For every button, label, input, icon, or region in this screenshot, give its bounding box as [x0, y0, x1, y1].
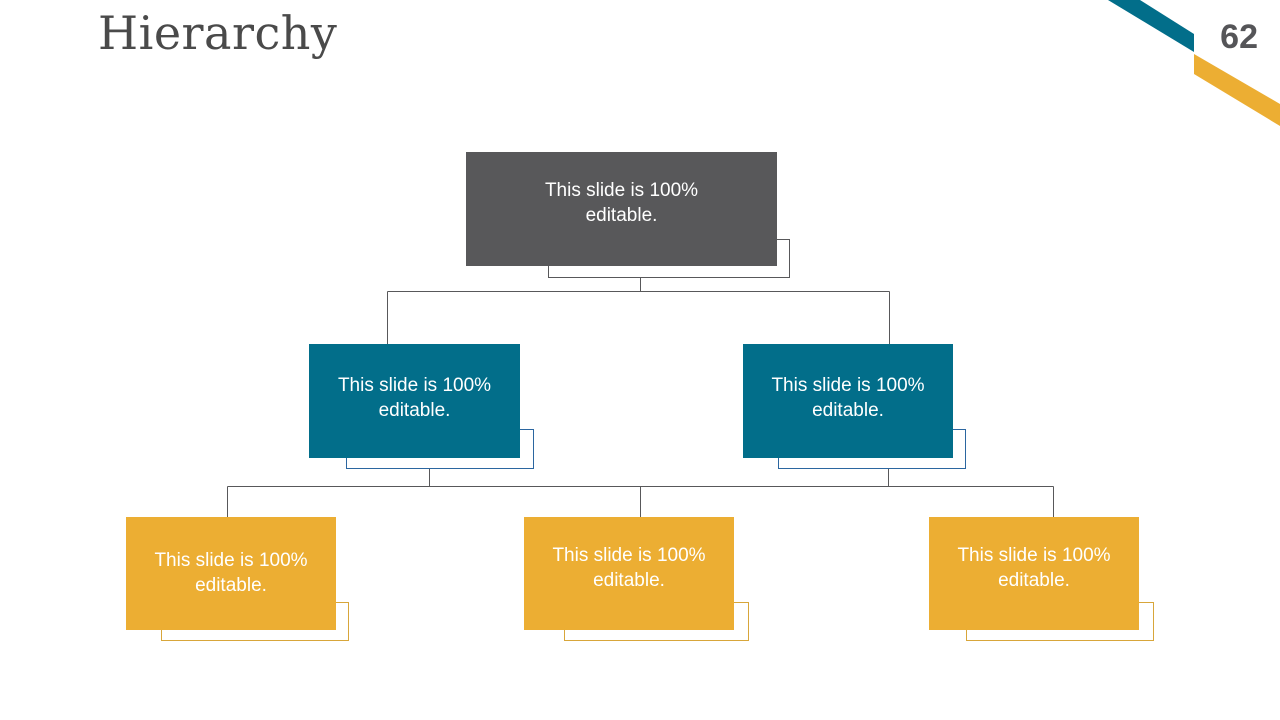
gold-stripe	[1194, 54, 1280, 126]
slide-title: Hierarchy	[98, 6, 338, 60]
level2-node-right[interactable]: This slide is 100% editable.	[743, 344, 953, 458]
root-node[interactable]: This slide is 100% editable.	[466, 152, 777, 266]
level2-node-left[interactable]: This slide is 100% editable.	[309, 344, 520, 458]
page-number: 62	[1220, 18, 1258, 56]
level2-node-right-label: This slide is 100% editable.	[771, 375, 925, 421]
level3-node-left[interactable]: This slide is 100% editable.	[126, 517, 336, 630]
level3-node-right-label: This slide is 100% editable.	[957, 544, 1111, 591]
teal-stripe	[1108, 0, 1194, 52]
level3-node-left-label: This slide is 100% editable.	[154, 549, 308, 596]
level3-node-middle[interactable]: This slide is 100% editable.	[524, 517, 734, 630]
level3-node-right[interactable]: This slide is 100% editable.	[929, 517, 1139, 630]
root-node-label: This slide is 100% editable.	[544, 180, 699, 226]
level2-node-left-label: This slide is 100% editable.	[337, 375, 492, 421]
level3-node-middle-label: This slide is 100% editable.	[552, 544, 706, 591]
